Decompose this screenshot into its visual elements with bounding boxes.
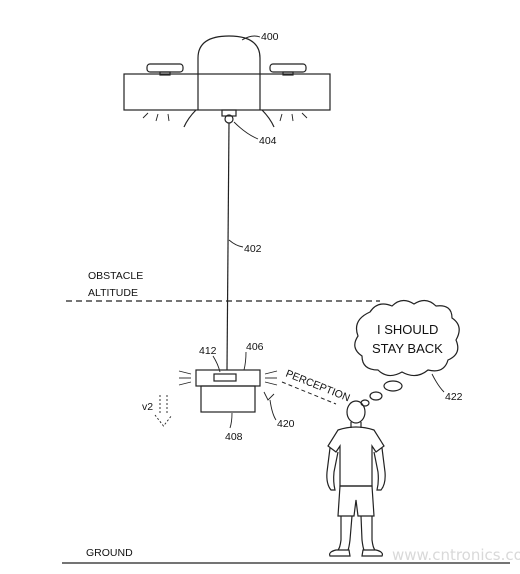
package-left-rays — [178, 370, 192, 386]
right-light-rays — [279, 112, 308, 122]
drone-dome — [197, 35, 261, 110]
label-404: 404 — [259, 135, 277, 147]
watermark: www.cntronics.com — [386, 514, 520, 564]
perception-label: PERCEPTION — [284, 368, 352, 405]
left-propeller — [146, 63, 184, 76]
thought-dot-large — [383, 380, 403, 392]
person-right-arm — [373, 447, 386, 491]
left-light-rays — [142, 112, 170, 122]
person-right-leg — [360, 515, 376, 551]
thought-dot-medium — [369, 391, 383, 401]
person-left-leg — [337, 515, 353, 551]
person — [326, 400, 386, 557]
person-right-shoe — [361, 549, 383, 557]
drone — [123, 35, 331, 128]
right-propeller — [269, 63, 307, 76]
person-left-arm — [326, 447, 339, 491]
package-sensor — [213, 373, 237, 382]
obstacle-label-line1: OBSTACLE — [88, 270, 143, 282]
thought-line-2: STAY BACK — [372, 341, 443, 356]
thought-bubble-cloud — [354, 299, 460, 377]
person-shorts — [337, 485, 375, 517]
person-head — [346, 400, 366, 424]
package-lid — [195, 369, 261, 387]
perception-arrow-head — [263, 391, 275, 401]
right-landing-leg — [261, 109, 275, 128]
label-408: 408 — [225, 431, 243, 443]
label-422: 422 — [445, 391, 463, 403]
thought-line-1: I SHOULD — [377, 322, 438, 337]
label-412: 412 — [199, 345, 217, 357]
label-400: 400 — [261, 31, 279, 43]
tether — [226, 122, 230, 371]
winch-mount — [221, 109, 237, 117]
person-left-shoe — [329, 549, 351, 557]
label-420: 420 — [277, 418, 295, 430]
label-406: 406 — [246, 341, 264, 353]
perception-dashed-line — [281, 381, 337, 405]
thought-bubble: I SHOULD STAY BACK — [354, 299, 460, 407]
left-landing-leg — [183, 109, 197, 128]
person-torso — [327, 426, 385, 487]
watermark-text: www.cntronics.com — [392, 546, 520, 564]
package-right-rays — [264, 370, 278, 386]
ground-label: GROUND — [86, 547, 133, 559]
thought-dot-small — [360, 399, 370, 407]
obstacle-label-line2: ALTITUDE — [88, 287, 138, 299]
package-box — [200, 385, 256, 413]
label-402: 402 — [244, 243, 262, 255]
package — [178, 369, 278, 413]
velocity-arrow-down — [154, 395, 173, 427]
label-v2: v2 — [142, 401, 153, 413]
drone-body — [123, 73, 331, 111]
